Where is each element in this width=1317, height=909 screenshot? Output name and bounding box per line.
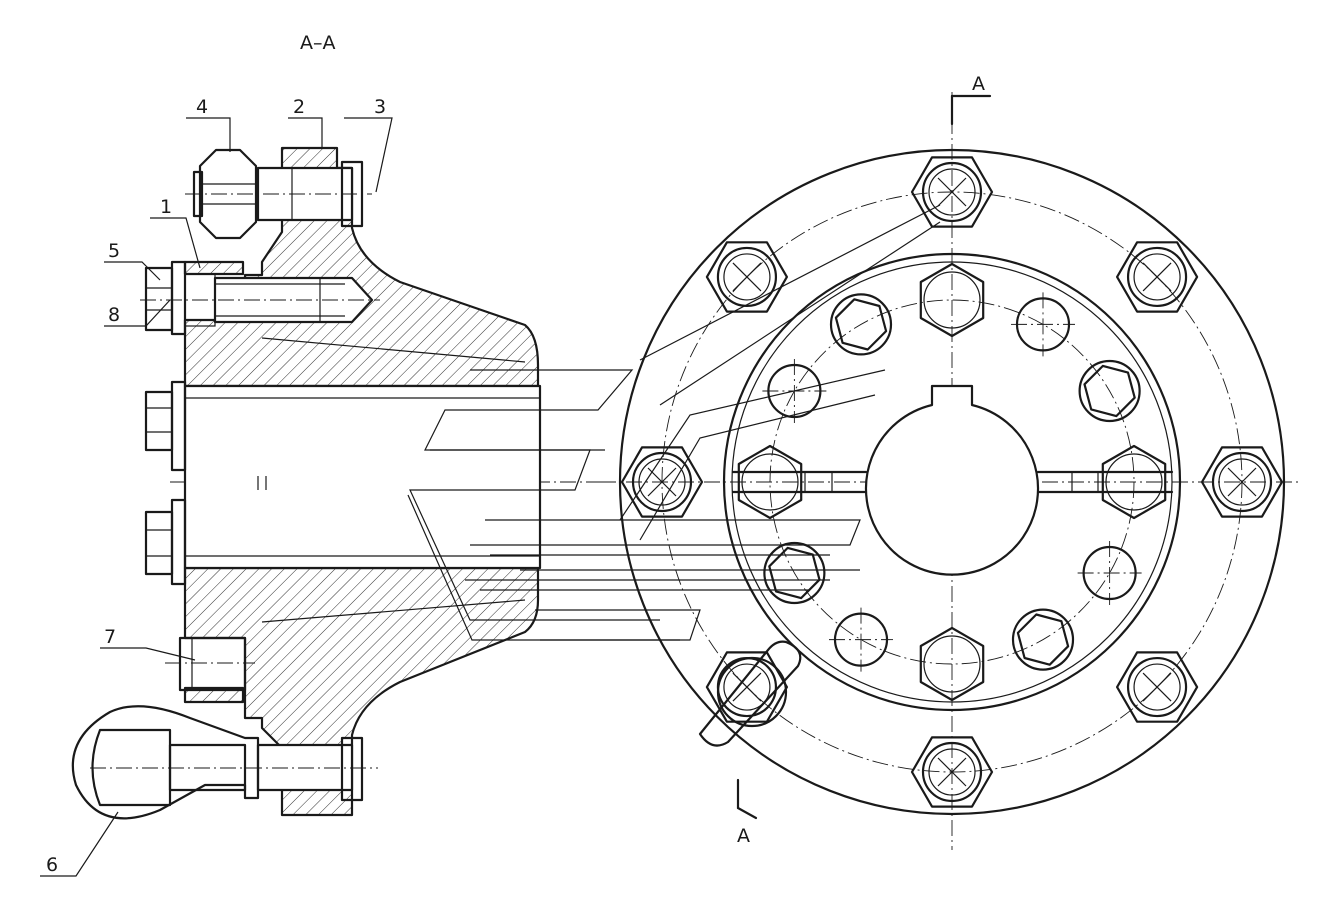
inner-bolt xyxy=(1078,359,1141,423)
shaft-bore xyxy=(183,384,542,570)
part-label-8: 8 xyxy=(108,304,120,326)
inner-bolt xyxy=(1077,541,1142,605)
section-view xyxy=(71,146,600,820)
inner-bolt xyxy=(829,293,893,356)
front-view xyxy=(600,92,1302,850)
part-label-4: 4 xyxy=(196,96,208,118)
outer-flange xyxy=(618,148,1286,816)
bore-screw-lower xyxy=(144,510,174,576)
inner-ring-bolts xyxy=(737,262,1167,702)
eye-bolt-front xyxy=(698,640,802,747)
part-label-7: 7 xyxy=(104,626,116,648)
bolt-5-head xyxy=(144,266,174,332)
section-title: А–А xyxy=(300,32,336,54)
outer-bolt xyxy=(1115,651,1199,723)
inner-bolt xyxy=(1101,444,1167,520)
part-label-3: 3 xyxy=(374,96,386,118)
keyed-bore xyxy=(864,384,1040,576)
outer-bolt xyxy=(910,156,994,228)
outer-bolt xyxy=(910,736,994,808)
inner-bolt xyxy=(1011,292,1075,357)
inner-bolt xyxy=(1011,608,1075,671)
eye-bolt-6 xyxy=(71,705,260,820)
part-label-6: 6 xyxy=(46,854,58,876)
inner-bolt xyxy=(919,262,985,338)
outer-bolt xyxy=(1115,241,1199,313)
part-label-1: 1 xyxy=(160,196,172,218)
hub-lower-section xyxy=(183,566,540,817)
outer-bolt xyxy=(1200,446,1284,518)
part-leaders xyxy=(40,117,393,877)
cut-mark-label-top: А xyxy=(972,73,985,95)
inner-bolt xyxy=(763,541,826,605)
outer-bolt xyxy=(705,241,789,313)
part-label-5: 5 xyxy=(108,240,120,262)
bore-screw-upper xyxy=(144,390,174,452)
nut-4 xyxy=(198,148,258,240)
outer-bolt xyxy=(620,446,704,518)
inner-bolt xyxy=(919,626,985,702)
plug-7 xyxy=(178,636,247,692)
inner-bolt xyxy=(762,359,827,423)
inner-ring xyxy=(722,252,1182,712)
cut-mark-label-bottom: А xyxy=(737,825,750,847)
hub-upper-section xyxy=(183,146,540,388)
inner-bolt xyxy=(829,607,893,672)
inner-bolt xyxy=(737,444,803,520)
part-label-2: 2 xyxy=(293,96,305,118)
